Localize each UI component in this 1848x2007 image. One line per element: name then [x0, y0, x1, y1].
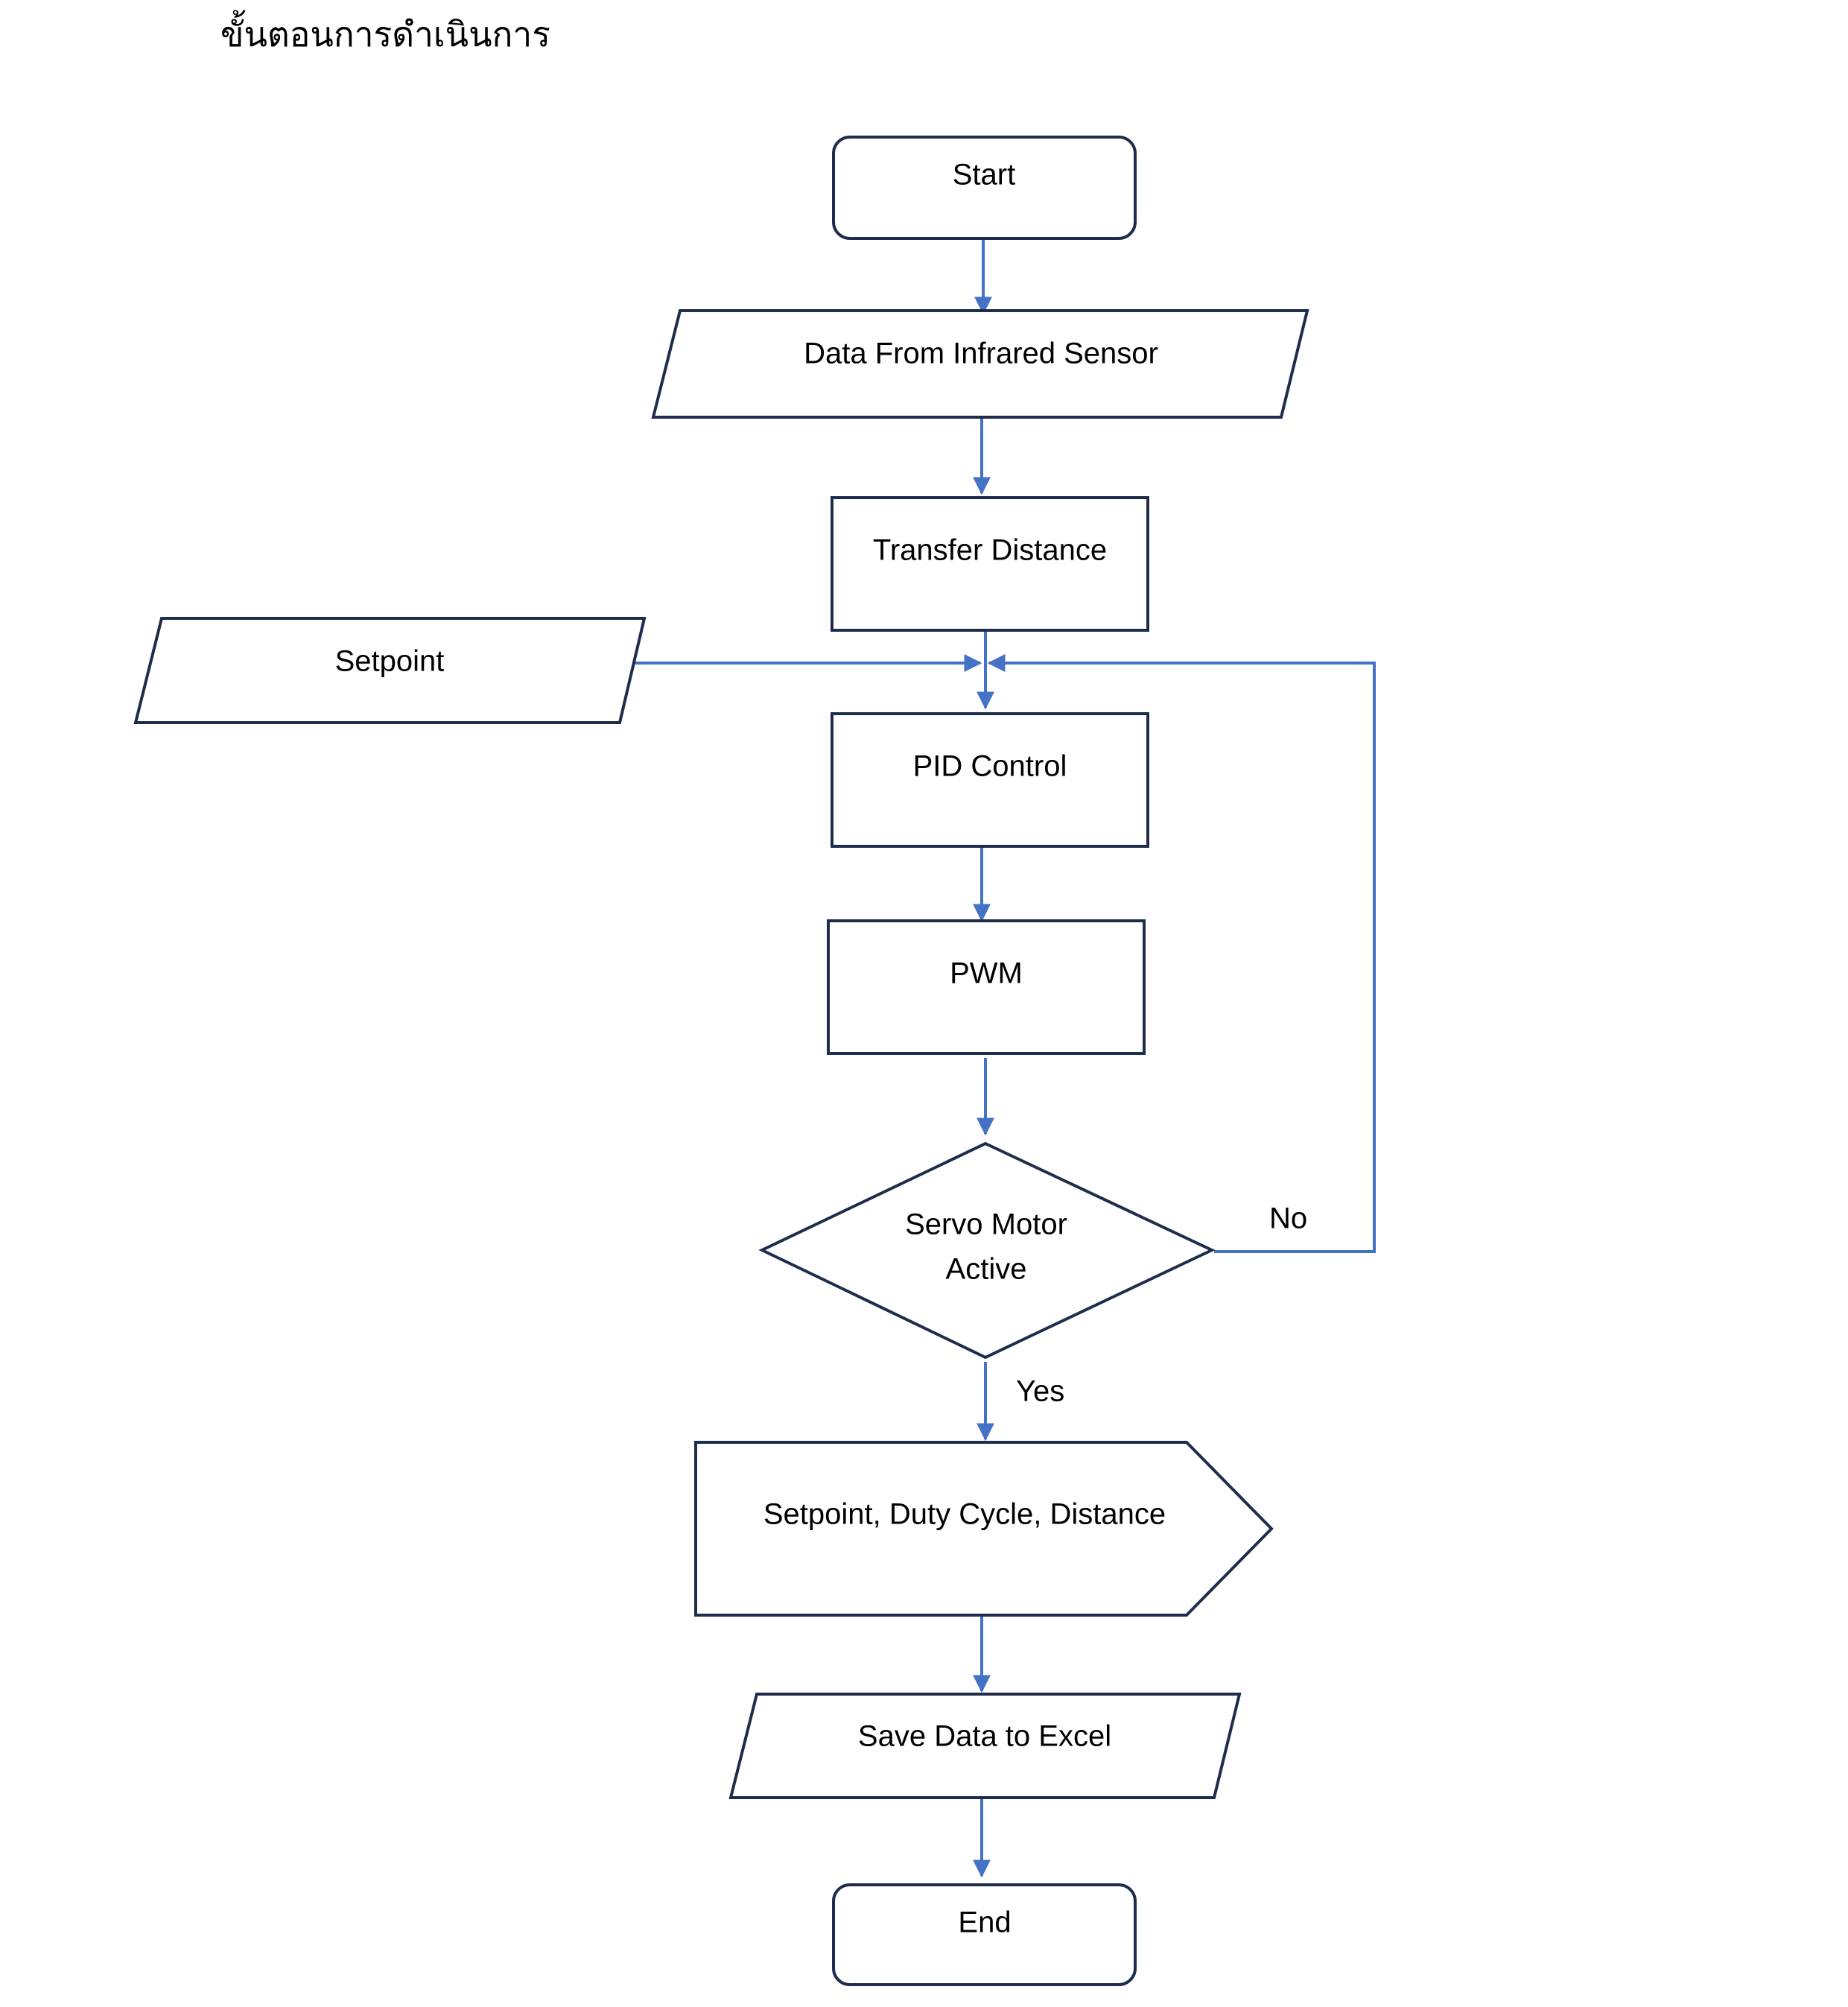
transfer-label: Transfer Distance: [873, 534, 1107, 567]
page-title: ขั้นตอนการดำเนินการ: [220, 14, 550, 54]
no-branch-label: No: [1269, 1202, 1307, 1235]
end-terminator: End: [832, 1883, 1137, 1986]
pid-process: PID Control: [831, 712, 1149, 848]
yes-branch-label: Yes: [1016, 1375, 1064, 1408]
save-output-parallelogram: Save Data to Excel: [728, 1693, 1242, 1799]
pwm-process: PWM: [827, 919, 1146, 1055]
pwm-label: PWM: [950, 957, 1023, 990]
decision-label-line2: Active: [946, 1253, 1027, 1286]
arrow-no-loop: [987, 654, 1376, 1253]
display-shape: Setpoint, Duty Cycle, Distance: [694, 1441, 1274, 1617]
data-input-label: Data From Infrared Sensor: [804, 337, 1158, 370]
transfer-process: Transfer Distance: [831, 496, 1149, 632]
save-label: Save Data to Excel: [858, 1720, 1111, 1753]
end-label: End: [958, 1906, 1011, 1939]
start-terminator: Start: [832, 136, 1137, 240]
setpoint-label: Setpoint: [335, 645, 445, 678]
decision-label-line1: Servo Motor: [905, 1208, 1067, 1241]
display-label: Setpoint, Duty Cycle, Distance: [763, 1498, 1166, 1531]
servo-decision-diamond: Servo Motor Active: [758, 1141, 1216, 1360]
connectors: [633, 238, 1376, 1878]
start-label: Start: [953, 159, 1015, 191]
pid-label: PID Control: [913, 750, 1067, 783]
data-input-parallelogram: Data From Infrared Sensor: [651, 309, 1309, 419]
setpoint-input-parallelogram: Setpoint: [133, 617, 647, 724]
